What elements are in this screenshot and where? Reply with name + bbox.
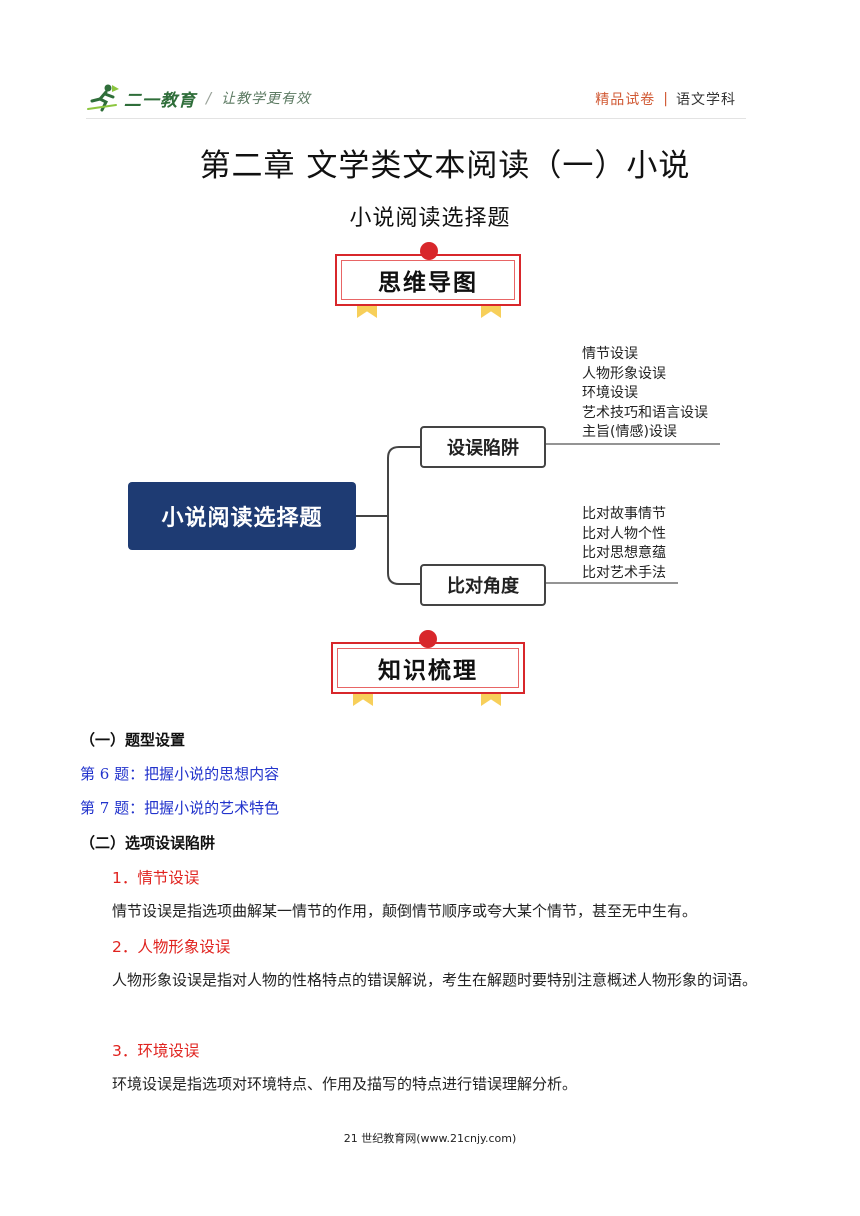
mind-map-leaf: 情节设误 xyxy=(582,346,638,362)
header-tag: 精品试卷 xyxy=(595,92,656,108)
mind-map-leaf: 艺术技巧和语言设误 xyxy=(582,404,708,421)
paragraph: 人物形象设误是指对人物的性格特点的错误解说，考生在解题时要特别注意概述人物形象的… xyxy=(112,971,758,989)
section-heading: （二）选项设误陷阱 xyxy=(80,834,216,852)
banner-frame: 知识梳理 xyxy=(331,642,525,694)
mind-map-leaf: 比对人物个性 xyxy=(582,525,666,542)
banner-mind-map: 思维导图 xyxy=(335,242,525,326)
banner-label: 思维导图 xyxy=(378,270,478,296)
mind-map-branch-compare: 比对角度 xyxy=(420,564,546,606)
mind-map-list-compare: 比对故事情节 比对人物个性 比对思想意蕴 比对艺术手法 xyxy=(582,505,666,583)
page-subtitle: 小说阅读选择题 xyxy=(349,206,511,231)
header-meta: 精品试卷 | 语文学科 xyxy=(595,89,736,109)
mind-map-root: 小说阅读选择题 xyxy=(128,482,356,550)
banner-knowledge: 知识梳理 xyxy=(331,630,525,714)
subsection-title: 2．人物形象设误 xyxy=(112,938,231,956)
header-subject: 语文学科 xyxy=(676,92,736,108)
header-divider: | xyxy=(663,91,668,107)
runner-icon xyxy=(87,84,119,112)
mind-map-leaf: 人物形象设误 xyxy=(582,365,666,382)
mind-map-branch-traps: 设误陷阱 xyxy=(420,426,546,468)
logo-text: 二一教育 xyxy=(124,90,196,111)
banner-dot xyxy=(419,630,437,648)
paragraph: 环境设误是指选项对环境特点、作用及描写的特点进行错误理解分析。 xyxy=(112,1075,578,1093)
subsection-title: 1．情节设误 xyxy=(112,869,200,887)
paragraph: 情节设误是指选项曲解某一情节的作用，颠倒情节顺序或夸大某个情节，甚至无中生有。 xyxy=(112,902,698,920)
question-line: 第 7 题：把握小说的艺术特色 xyxy=(80,799,280,817)
page-title: 第二章 文学类文本阅读（一）小说 xyxy=(199,148,691,184)
site-logo[interactable]: 二一教育 / 让教学更有效 xyxy=(86,80,311,116)
banner-frame: 思维导图 xyxy=(335,254,521,306)
mind-map-list-traps: 情节设误 人物形象设误 环境设误 艺术技巧和语言设误 主旨(情感)设误 xyxy=(582,345,708,443)
mind-map-leaf: 环境设误 xyxy=(582,385,638,401)
header-rule xyxy=(86,118,746,119)
mind-map-leaf: 比对艺术手法 xyxy=(582,564,666,581)
logo-slogan: 让教学更有效 xyxy=(221,91,312,107)
banner-label: 知识梳理 xyxy=(378,658,478,684)
subsection-title: 3．环境设误 xyxy=(112,1042,200,1060)
section-heading: （一）题型设置 xyxy=(80,731,186,749)
page-footer: 21 世纪教育网(www.21cnjy.com) xyxy=(343,1132,517,1145)
mind-map-connectors xyxy=(356,443,720,585)
mind-map-leaf: 主旨(情感)设误 xyxy=(582,424,677,440)
question-line: 第 6 题：把握小说的思想内容 xyxy=(80,765,280,783)
banner-dot xyxy=(420,242,438,260)
mind-map-leaf: 比对故事情节 xyxy=(582,506,666,522)
logo-divider: / xyxy=(206,89,212,107)
mind-map-leaf: 比对思想意蕴 xyxy=(582,545,666,561)
